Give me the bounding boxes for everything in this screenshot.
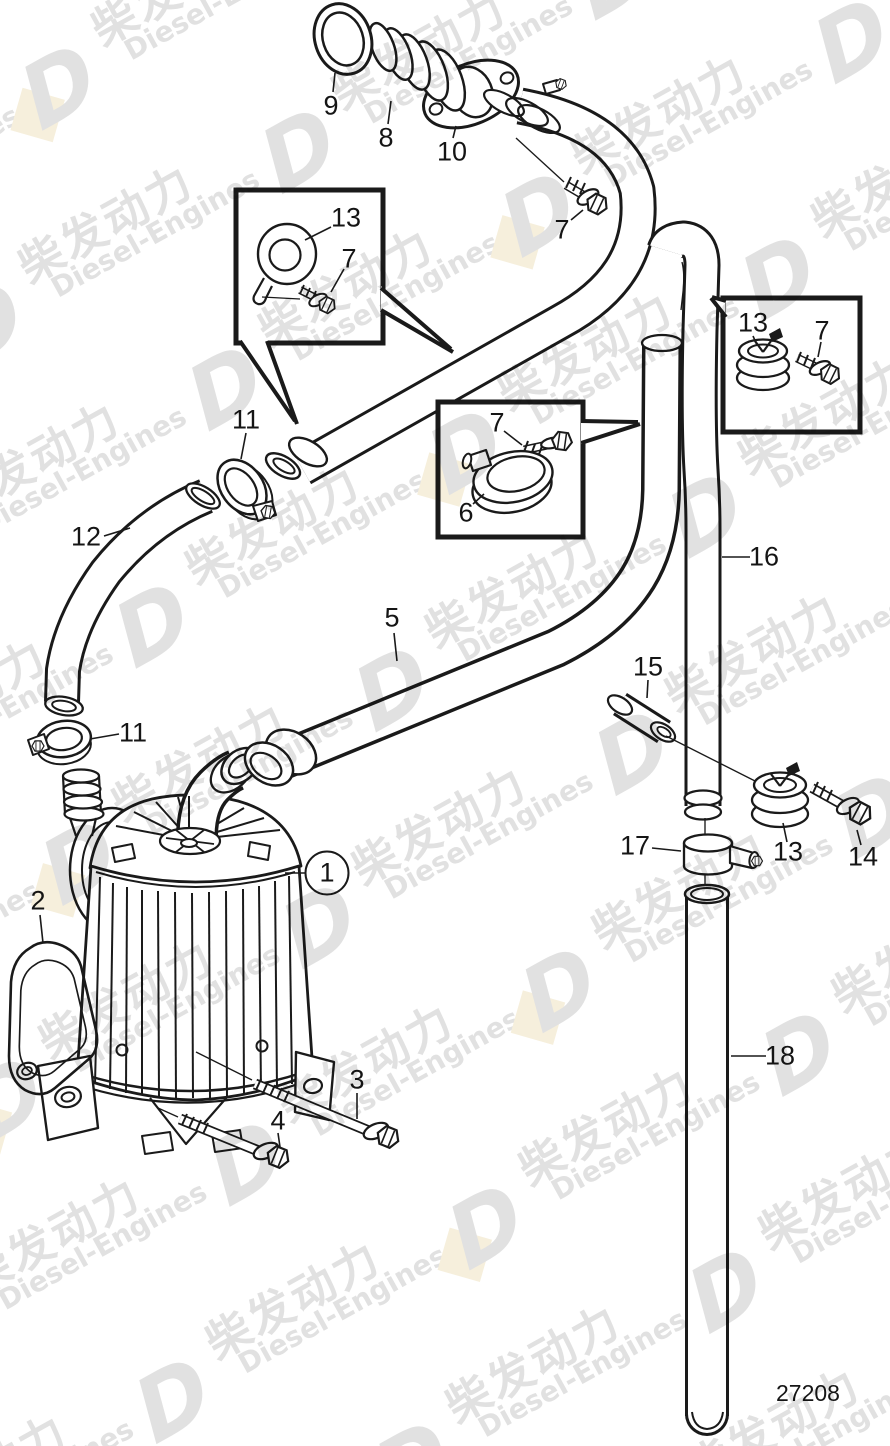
clamp-part-17: [682, 818, 764, 890]
callout-5: 5: [384, 602, 400, 633]
hose-part-5: [270, 333, 684, 781]
vertical-pipe-part-16: [647, 220, 723, 821]
callout-11-lower: 11: [118, 717, 148, 748]
grommet-part-13-lower: [750, 762, 810, 829]
callout-10: 10: [436, 136, 468, 167]
air-pump-part-1: [36, 746, 336, 1155]
callout-11-upper: 11: [231, 404, 261, 435]
hose-part-12: [44, 479, 221, 717]
vertical-pipe-part-18: [683, 883, 731, 1436]
gasket-part-2: [7, 940, 99, 1096]
drawing-number: 27208: [776, 1380, 840, 1406]
sleeve-part-15: [606, 693, 758, 783]
bellows-sleeve-part-8: [368, 21, 467, 112]
callout-16: 16: [748, 541, 780, 572]
callout-9: 9: [323, 90, 339, 121]
callout-7-top: 7: [554, 214, 570, 245]
callout-1-label: 1: [319, 857, 335, 888]
hose-5-end-ferrule: [243, 728, 318, 787]
callout-12: 12: [70, 521, 102, 552]
callout-14: 14: [847, 841, 879, 872]
callout-1-circled: 1: [304, 850, 350, 896]
clamp-part-11-upper: [216, 458, 277, 522]
callout-leader-lines: [39, 72, 862, 1148]
callout-13-inset-c: 13: [737, 307, 769, 338]
bolt-part-7-top: [515, 137, 612, 218]
inset-box-grommet-13-7: [709, 295, 863, 435]
inset-box-clamp-13-7: [233, 187, 455, 425]
callout-13-inset-a: 13: [330, 202, 362, 233]
callout-6: 6: [458, 497, 474, 528]
bolt-part-3: [195, 1051, 403, 1151]
callout-3: 3: [349, 1064, 365, 1095]
seal-ring-part-9: [312, 2, 374, 76]
bolt-part-14: [809, 781, 876, 829]
callout-7-inset-b: 7: [489, 407, 505, 438]
callout-17: 17: [619, 830, 651, 861]
callout-15: 15: [632, 651, 664, 682]
upper-hose-pipe: [264, 77, 657, 485]
callout-18: 18: [764, 1040, 796, 1071]
callout-7-inset-a: 7: [341, 243, 357, 274]
bolt-part-4: [157, 1107, 293, 1171]
callout-4: 4: [270, 1105, 286, 1136]
callout-2: 2: [30, 885, 46, 916]
clamp-part-11-lower: [27, 719, 93, 766]
callout-7-inset-c: 7: [814, 315, 830, 346]
callout-8: 8: [378, 122, 394, 153]
callout-13-lower: 13: [772, 836, 804, 867]
